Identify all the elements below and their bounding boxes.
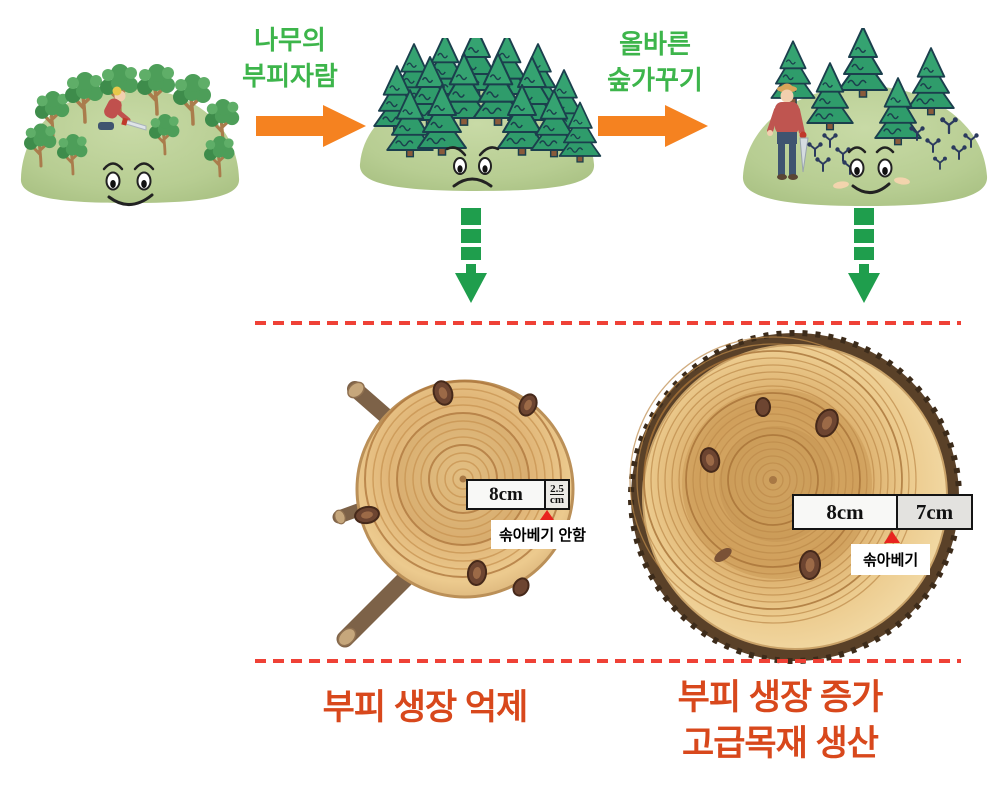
caption-line: 숲가꾸기 (607, 65, 703, 95)
hill-managed-forest-illustration (742, 28, 988, 206)
caption-line: 올바른 (619, 29, 691, 59)
down-arrow-icon (455, 208, 487, 303)
marker-triangle-icon (540, 510, 554, 520)
worker-carrying-saw-icon (767, 83, 809, 180)
hill-sparse-forest-illustration (20, 62, 241, 206)
result-label-suppressed: 부피 생장 억제 (322, 688, 529, 727)
dashed-line-bottom (255, 659, 961, 663)
knots (699, 397, 839, 580)
right-arrow-icon (256, 105, 366, 147)
caption-line: 나무의 (254, 25, 326, 55)
right-arrow-icon (598, 105, 708, 147)
sad-face-icon (445, 146, 500, 188)
caption-line: 부피자람 (242, 61, 338, 91)
marker-label-thinning: 솎아베기 (851, 544, 931, 575)
result-line: 부피 생장 증가 (677, 678, 884, 717)
hill-dense-forest-illustration (359, 38, 602, 191)
radius-ruler-thinned: 8cm 7cm (792, 494, 973, 530)
happy-face-icon (102, 162, 155, 206)
knots (354, 380, 538, 597)
dashed-line-top (255, 321, 961, 325)
ruler-segment-7cm: 7cm (896, 496, 971, 528)
result-label-improved: 부피 생장 증가 고급목재 생산 (628, 675, 932, 767)
radius-ruler-unthinned: 8cm 2.5 cm (466, 479, 570, 510)
flow-caption-volume-growth: 나무의 부피자람 (225, 22, 355, 94)
worker-cutting-icon (98, 86, 147, 131)
growth-rings (629, 336, 917, 624)
ruler-extra-value: 2.5 (550, 483, 564, 495)
ruler-segment-8cm: 8cm (468, 481, 544, 508)
marker-triangle-icon (884, 531, 900, 543)
log-cross-section-unthinned (332, 379, 575, 648)
ruler-segment-8cm: 8cm (794, 496, 896, 528)
flow-caption-proper-tending: 올바른 숲가꾸기 (590, 26, 720, 98)
result-line: 고급목재 생산 (682, 724, 879, 763)
marker-label-no-thinning: 솎아베기 안함 (491, 520, 594, 549)
ruler-extra-unit: cm (549, 494, 565, 506)
ruler-segment-2-5cm: 2.5 cm (544, 481, 568, 508)
happy-face-icon (833, 146, 910, 194)
down-arrow-icon (848, 208, 880, 303)
